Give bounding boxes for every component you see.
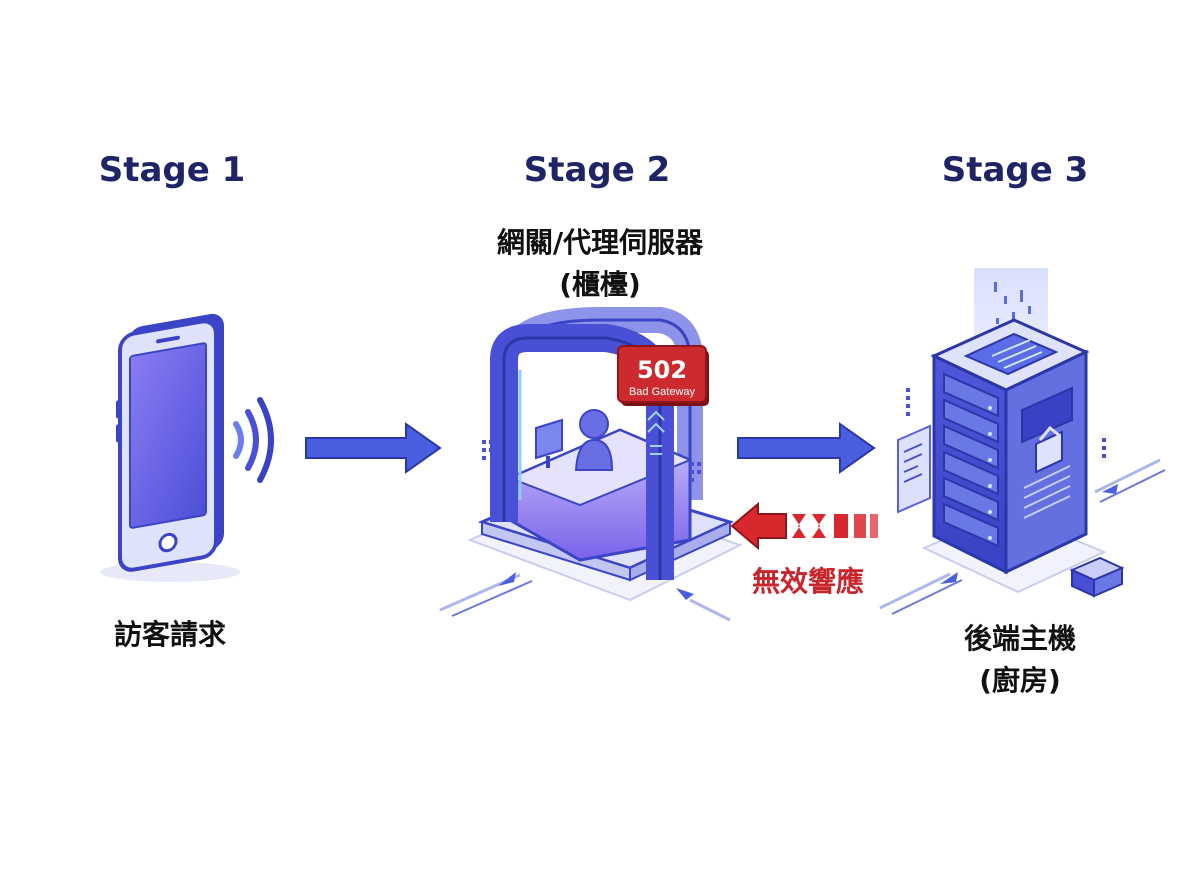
- signal-waves-icon: [233, 397, 274, 483]
- stage-1-title: Stage 1: [98, 150, 246, 190]
- smartphone-icon: [100, 313, 240, 582]
- bad-gateway-badge: 502 Bad Gateway: [617, 345, 709, 406]
- error-code-text: 502: [637, 356, 687, 384]
- backend-caption-line-1: 後端主機: [963, 622, 1076, 655]
- backend-server-illustration: [879, 268, 1166, 615]
- invalid-response-arrow: [730, 501, 878, 551]
- request-arrow-1: [305, 422, 442, 474]
- invalid-response-label: 無效響應: [751, 565, 864, 598]
- gateway-caption: 網關/代理伺服器 (櫃檯): [430, 222, 770, 306]
- backend-caption-line-2: (廚房): [979, 664, 1061, 697]
- gateway-caption-line-2: (櫃檯): [559, 268, 641, 301]
- stage-2-title: Stage 2: [523, 150, 671, 190]
- backend-caption: 後端主機 (廚房): [920, 618, 1120, 702]
- stage-3-title: Stage 3: [941, 150, 1089, 190]
- error-message-text: Bad Gateway: [629, 386, 696, 398]
- request-arrow-2: [737, 422, 876, 474]
- visitor-caption-line-1: 訪客請求: [113, 618, 226, 651]
- visitor-caption: 訪客請求: [70, 614, 270, 656]
- gateway-caption-line-1: 網關/代理伺服器: [496, 226, 704, 259]
